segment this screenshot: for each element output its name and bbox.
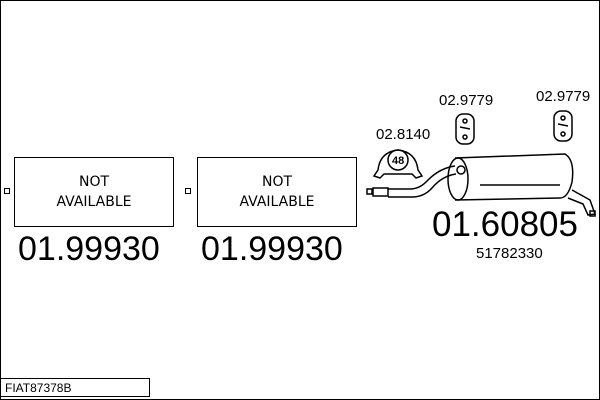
tailpipe: [567, 189, 597, 216]
rubber-hanger-icon: [455, 113, 475, 145]
muffler-body: [454, 153, 574, 201]
clamp-icon: [372, 149, 424, 179]
part-label: AVAILABLE: [56, 194, 132, 210]
accessory-number-hanger-1[interactable]: 02.9779: [439, 92, 494, 109]
oe-number: 51782330: [476, 245, 543, 262]
part-number-2[interactable]: 01.99930: [201, 230, 343, 268]
part-number-3[interactable]: 01.60805: [432, 205, 578, 244]
part-box-2[interactable]: NOT AVAILABLE: [197, 157, 357, 227]
connector-marker: [4, 188, 10, 194]
pipe-inlet: [372, 187, 389, 197]
part-label: NOT: [78, 174, 110, 190]
part-box-1[interactable]: NOT AVAILABLE: [14, 157, 174, 227]
part-label: AVAILABLE: [239, 194, 315, 210]
clamp-size: 48: [392, 155, 405, 167]
muffler-end: [447, 157, 469, 201]
connector-marker: [185, 188, 191, 194]
accessory-number-hanger-2[interactable]: 02.9779: [536, 88, 591, 105]
part-number-1[interactable]: 01.99930: [18, 230, 160, 268]
part-label: NOT: [261, 174, 293, 190]
diagram-code: FIAT87378B: [0, 378, 150, 397]
connector-marker: [366, 188, 373, 195]
accessory-number-clamp[interactable]: 02.8140: [376, 126, 431, 143]
rubber-hanger-icon: [553, 110, 573, 142]
